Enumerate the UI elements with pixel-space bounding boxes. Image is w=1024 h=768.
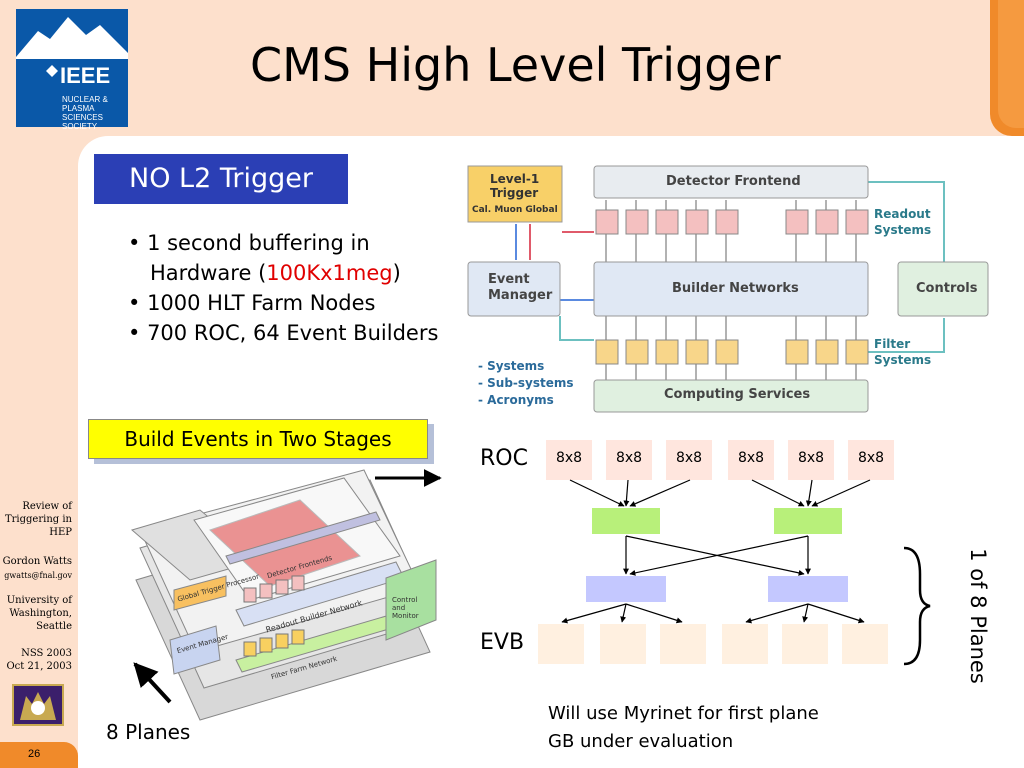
evb-box-6 — [842, 624, 888, 664]
level1-sub-label: Cal. Muon Global — [472, 205, 558, 215]
controls-label: Controls — [916, 281, 978, 296]
bullet-buffering-pre: 1 second buffering in Hardware ( — [147, 231, 370, 285]
university-logo — [12, 684, 64, 726]
roc-box-3: 8x8 — [666, 440, 712, 480]
roc-box-2: 8x8 — [606, 440, 652, 480]
roc-box-6: 8x8 — [848, 440, 894, 480]
filter-systems-label: Filter Systems — [874, 337, 932, 367]
roc-box-1: 8x8 — [546, 440, 592, 480]
level1-trigger-label: Level-1 Trigger — [490, 172, 540, 200]
sidebar-conference: NSS 2003 — [21, 648, 72, 659]
stage1-switch-left — [592, 508, 660, 534]
builder-networks-label: Builder Networks — [672, 281, 799, 296]
ieee-logo-text: IEEE — [60, 63, 111, 88]
page-number-tab — [0, 742, 78, 768]
mountain-icon — [16, 17, 128, 77]
one-of-eight-planes-label: 1 of 8 Planes — [966, 548, 990, 684]
evb-box-4 — [722, 624, 768, 664]
build-events-label: Build Events in Two Stages — [88, 419, 428, 459]
computing-services-label: Computing Services — [664, 387, 811, 402]
sidebar-affiliation: University of Washington, Seattle — [6, 595, 72, 632]
stage1-switch-right — [774, 508, 842, 534]
eight-planes-label: 8 Planes — [106, 720, 191, 744]
sidebar-email: gwatts@fnal.gov — [4, 571, 72, 580]
stage2-switch-right — [768, 576, 848, 602]
evb-box-5 — [782, 624, 828, 664]
bullet-buffering-red: 100Kx1meg — [266, 261, 393, 285]
bullet-farm-nodes: • 1000 HLT Farm Nodes — [128, 291, 376, 315]
roc-box-5: 8x8 — [788, 440, 834, 480]
bullet-roc: • 700 ROC, 64 Event Builders — [128, 321, 439, 345]
corner-accent-inner — [998, 0, 1024, 128]
legend-acronyms: - Acronyms — [478, 393, 554, 407]
myrinet-line1: Will use Myrinet for first plane — [548, 703, 819, 724]
iso-control: Control and Monitor — [392, 596, 419, 620]
bullet-farm-nodes-text: 1000 HLT Farm Nodes — [147, 291, 376, 315]
legend-subsystems: - Sub-systems — [478, 376, 574, 390]
bullet-buffering: • 1 second buffering in Hardware (100Kx1… — [128, 231, 401, 285]
event-manager-label: Event Manager — [488, 272, 553, 303]
slide-title: CMS High Level Trigger — [250, 38, 781, 92]
evb-box-2 — [600, 624, 646, 664]
husky-icon — [20, 692, 56, 720]
evb-label: EVB — [480, 630, 525, 655]
bullet-buffering-post: ) — [392, 261, 401, 285]
sidebar-talk: Review of Triggering in HEP — [4, 501, 72, 538]
legend-systems: - Systems — [478, 359, 545, 373]
stage2-switch-left — [586, 576, 666, 602]
no-l2-trigger-label: NO L2 Trigger — [94, 154, 348, 204]
myrinet-line2: GB under evaluation — [548, 731, 734, 752]
readout-systems-label: Readout Systems — [874, 207, 932, 237]
bullet-roc-text: 700 ROC, 64 Event Builders — [147, 321, 439, 345]
page-number: 26 — [28, 748, 41, 760]
roc-box-4: 8x8 — [728, 440, 774, 480]
evb-box-1 — [538, 624, 584, 664]
myrinet-note: Will use Myrinet for first plane GB unde… — [548, 700, 819, 756]
bullet-list: • 1 second buffering in Hardware (100Kx1… — [128, 228, 448, 348]
ieee-logo-subtext: NUCLEAR & PLASMA SCIENCES SOCIETY — [62, 95, 108, 131]
evb-box-3 — [660, 624, 706, 664]
detector-frontend-label: Detector Frontend — [666, 174, 801, 189]
ieee-logo: IEEE NUCLEAR & PLASMA SCIENCES SOCIETY — [16, 9, 128, 131]
sidebar-date: Oct 21, 2003 — [6, 661, 72, 672]
legend-list: - Systems - Sub-systems - Acronyms — [478, 358, 574, 409]
roc-label: ROC — [480, 446, 528, 471]
sidebar-author: Gordon Watts — [2, 556, 72, 567]
